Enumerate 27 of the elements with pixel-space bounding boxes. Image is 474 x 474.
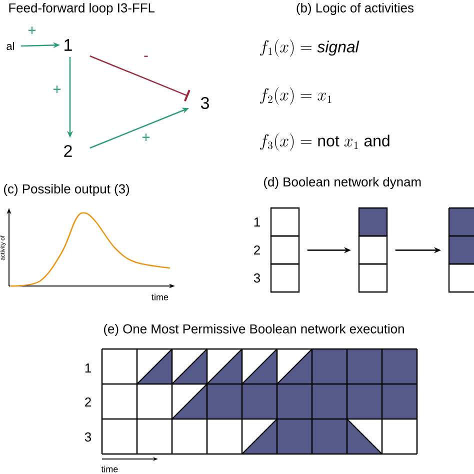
edge-label: + — [142, 134, 150, 141]
panel-title: Feed-forward loop I3-FFL — [9, 2, 155, 16]
axis-label: time — [101, 466, 118, 472]
edge-label: - — [144, 56, 148, 57]
panel-title: (c) Possible output (3) — [4, 184, 130, 196]
row-label: 1 — [85, 364, 91, 372]
state-column — [358, 207, 388, 293]
edge-label: + — [28, 26, 36, 34]
row-label: 2 — [254, 245, 260, 255]
panel-title: (e) One Most Permissive Boolean network execution — [104, 324, 404, 336]
node-label: 3 — [200, 97, 209, 109]
panel-title: (b) Logic of activities — [296, 2, 414, 16]
node-label: 1 — [64, 39, 72, 51]
axis-label: time — [152, 294, 168, 300]
row-label: 3 — [254, 273, 260, 283]
formula: $f_2(x) = x_1$ — [260, 87, 332, 105]
state-column — [448, 207, 474, 293]
node-label: 2 — [64, 145, 72, 157]
formula: $f_3(x) = \mathrm{not}\ x_1\ \mathrm{and}$ — [260, 133, 390, 151]
row-label: 1 — [254, 218, 260, 226]
panel-title: (d) Boolean network dynam — [264, 176, 421, 190]
node-label: al — [6, 42, 14, 50]
state-column — [270, 207, 300, 293]
row-label: 3 — [84, 432, 92, 442]
row-label: 2 — [85, 397, 91, 407]
edge-label: + — [53, 86, 61, 93]
formula: $f_1(x) = \textit{signal}$ — [260, 39, 360, 57]
